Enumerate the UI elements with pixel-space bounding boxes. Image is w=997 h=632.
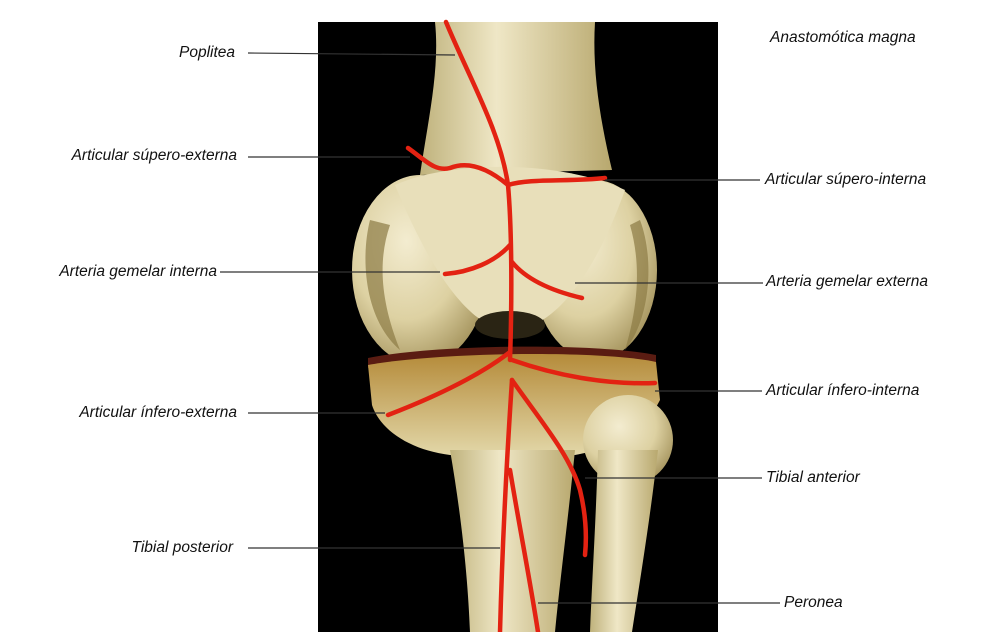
- label-articular-supero-interna: Articular súpero-interna: [765, 171, 926, 189]
- label-articular-supero-externa: Articular súpero-externa: [72, 147, 237, 165]
- label-articular-infero-interna: Articular ínfero-interna: [766, 382, 919, 400]
- label-tibial-posterior: Tibial posterior: [131, 539, 233, 557]
- label-poplitea: Poplitea: [179, 44, 235, 62]
- label-arteria-gemelar-interna: Arteria gemelar interna: [59, 263, 217, 281]
- label-tibial-anterior: Tibial anterior: [766, 469, 860, 487]
- label-arteria-gemelar-externa: Arteria gemelar externa: [766, 273, 928, 291]
- label-articular-infero-externa: Articular ínfero-externa: [79, 404, 237, 422]
- femur-shaft: [420, 22, 612, 175]
- label-anastomotica-magna: Anastomótica magna: [770, 29, 916, 47]
- label-peronea: Peronea: [784, 594, 843, 612]
